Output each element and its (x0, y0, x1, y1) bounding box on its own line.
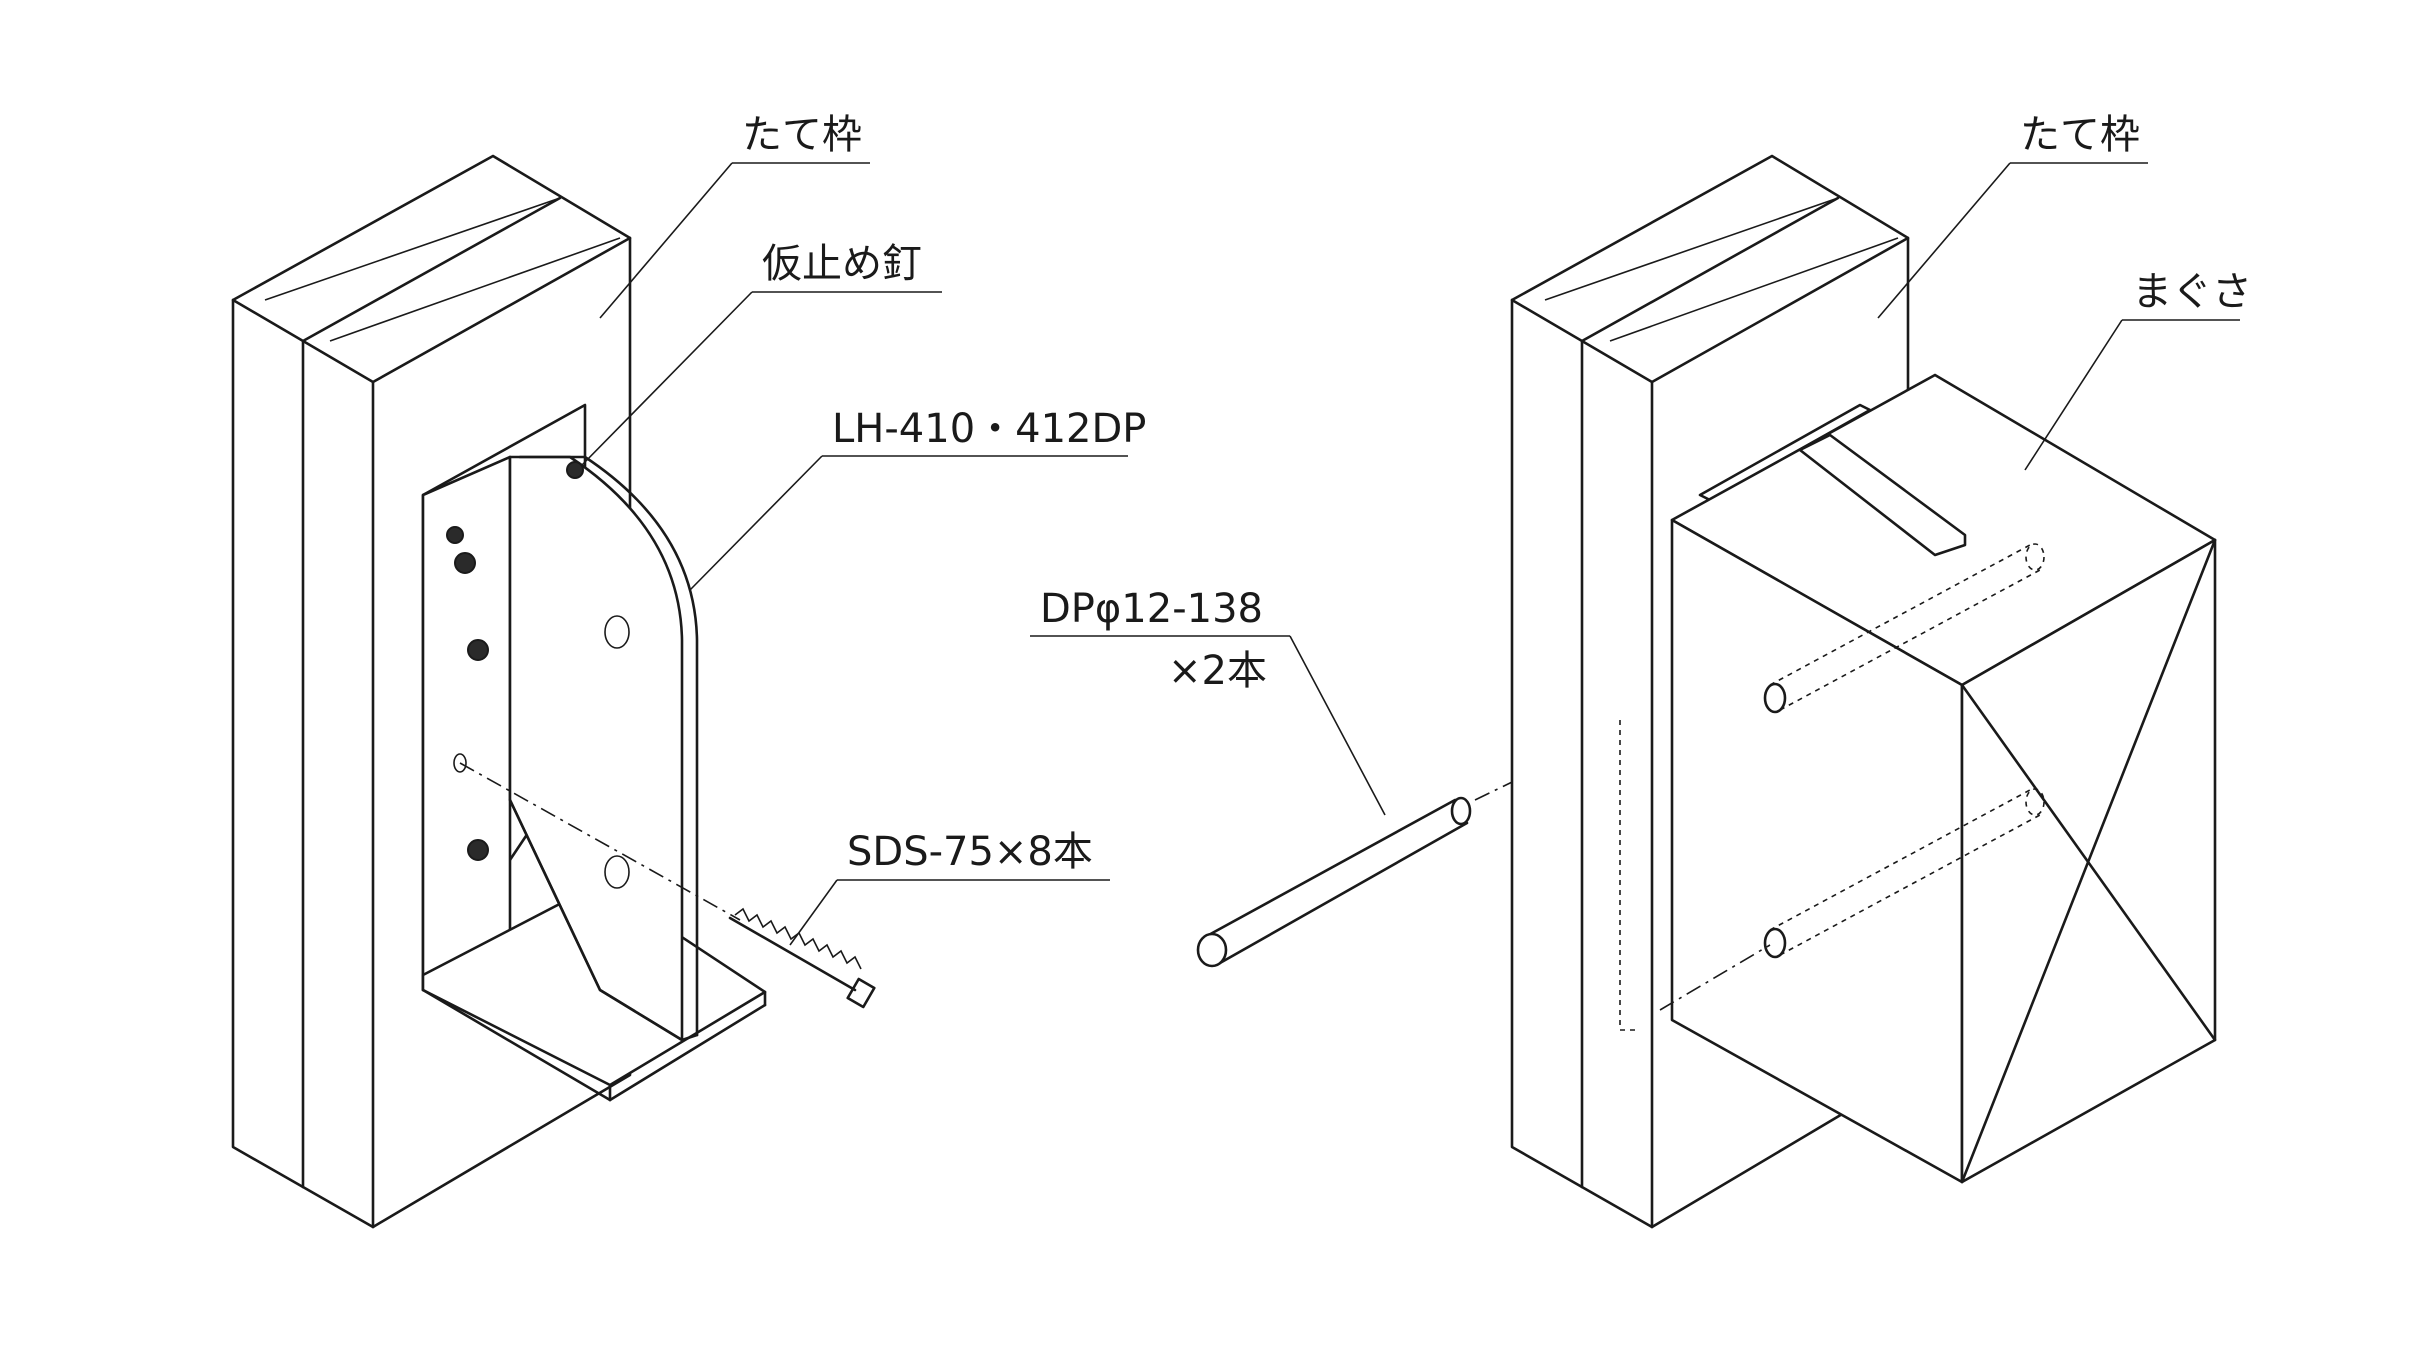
screw-label: SDS-75×8本 (847, 829, 1093, 875)
temp-nail-label: 仮止め釘 (762, 241, 922, 287)
screw-hole (467, 839, 489, 861)
right-beam (1659, 373, 2217, 1184)
label-pin: DPφ12-138 ×2本 (1030, 586, 1386, 816)
hardware-label: LH-410・412DP (832, 406, 1146, 452)
left-post-label: たて枠 (742, 112, 862, 158)
pin-hole (604, 855, 630, 889)
label-temp-nail: 仮止め釘 (581, 241, 942, 466)
left-hardware (421, 403, 767, 1102)
label-left-post: たて枠 (599, 112, 870, 319)
pin-label-line1: DPφ12-138 (1040, 586, 1263, 632)
nail-hole (446, 526, 464, 544)
drift-pin (1196, 719, 1641, 968)
beam-label: まぐさ (2132, 269, 2252, 315)
pin-hole (604, 615, 630, 649)
right-post-label: たて枠 (2020, 112, 2140, 158)
label-right-post: たて枠 (1877, 112, 2148, 319)
label-screw: SDS-75×8本 (789, 829, 1110, 946)
pin-hole (453, 753, 467, 773)
pin-label-line2: ×2本 (1168, 648, 1267, 694)
screw-hole (454, 552, 476, 574)
label-hardware: LH-410・412DP (689, 406, 1146, 591)
label-beam: まぐさ (2024, 269, 2252, 471)
nail-hole (566, 461, 584, 479)
screw-hole (467, 639, 489, 661)
